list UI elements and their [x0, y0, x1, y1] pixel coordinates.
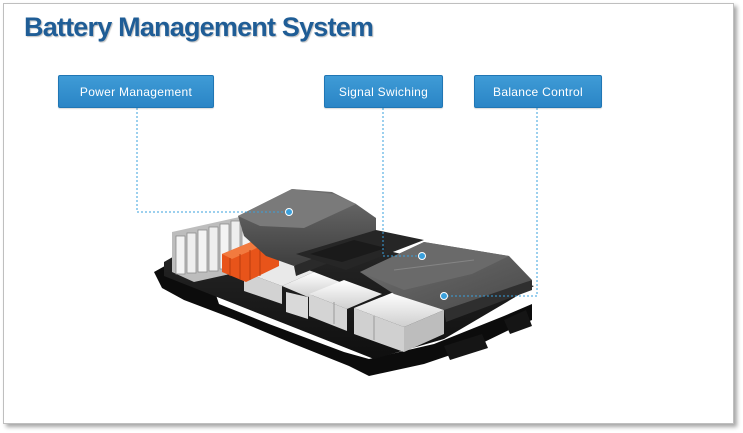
connector-balance	[444, 108, 538, 297]
battery-modules	[244, 259, 444, 352]
center-recess	[296, 230, 424, 270]
callout-connectors	[136, 108, 538, 297]
connector-power	[136, 108, 288, 213]
balance-control-label[interactable]: Balance Control	[474, 75, 602, 108]
slide-frame: Battery Management System	[3, 3, 734, 424]
dot-balance	[440, 292, 448, 300]
battery-pack-diagram	[136, 108, 538, 376]
connector-signal	[382, 108, 421, 257]
page-title: Battery Management System	[24, 12, 374, 42]
connection-dots	[285, 208, 448, 300]
dot-power	[285, 208, 293, 216]
signal-switching-label[interactable]: Signal Swiching	[324, 75, 443, 108]
power-management-label[interactable]: Power Management	[58, 75, 214, 108]
top-cover-right	[360, 242, 532, 322]
dot-signal	[418, 252, 426, 260]
